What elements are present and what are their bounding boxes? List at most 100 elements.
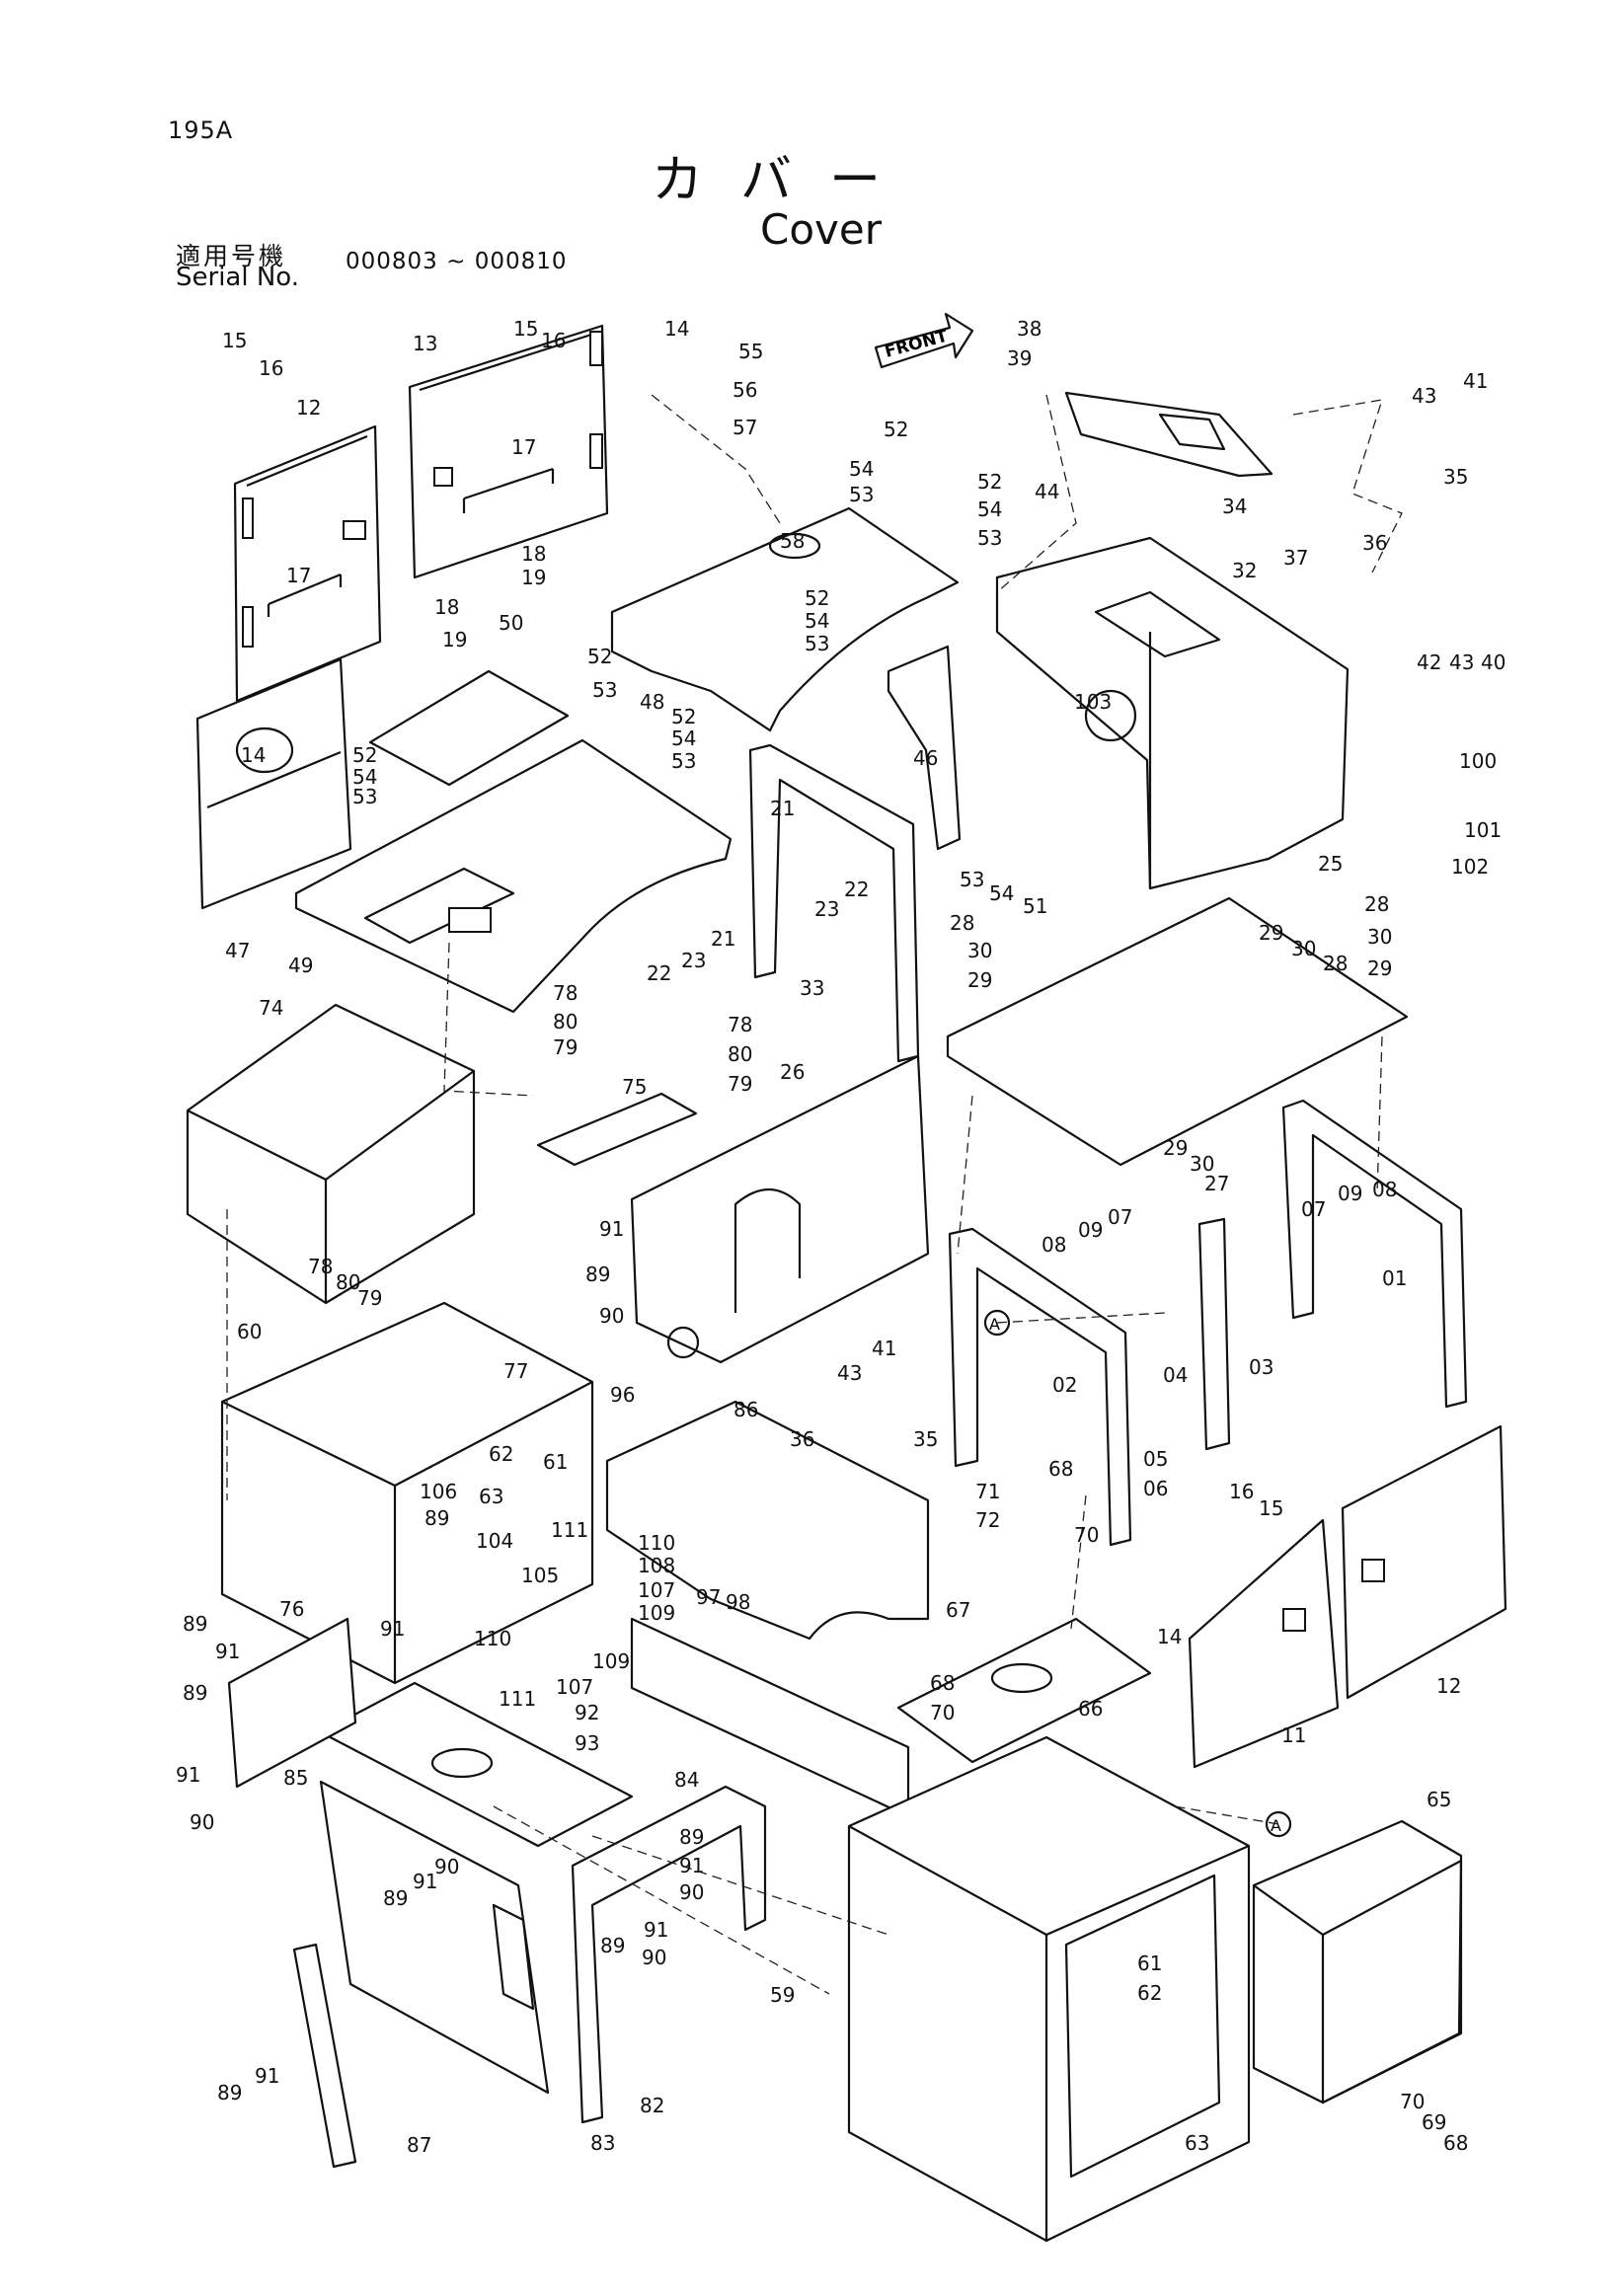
- part-callout-14: 14: [1157, 1625, 1182, 1648]
- part-callout-12: 12: [1436, 1674, 1461, 1698]
- part-callout-65: 65: [1427, 1788, 1451, 1811]
- part-callout-78: 78: [728, 1013, 752, 1036]
- tank-32: [995, 536, 1350, 890]
- part-callout-52: 52: [977, 470, 1002, 494]
- part-callout-82: 82: [640, 2094, 664, 2117]
- plate-75: [536, 1092, 698, 1167]
- part-callout-34: 34: [1222, 495, 1247, 518]
- part-callout-23: 23: [814, 897, 839, 921]
- door-panel-12: [233, 424, 382, 703]
- part-callout-36: 36: [790, 1427, 814, 1451]
- part-callout-53: 53: [671, 749, 696, 773]
- svg-text:A: A: [1271, 1816, 1281, 1835]
- door-panel-13: [408, 324, 609, 579]
- frame-82: [571, 1785, 767, 2124]
- part-callout-93: 93: [575, 1731, 599, 1755]
- part-callout-17: 17: [511, 435, 536, 459]
- part-callout-23: 23: [681, 949, 706, 972]
- panel-87: [292, 1943, 357, 2169]
- part-callout-07: 07: [1108, 1205, 1132, 1229]
- part-callout-29: 29: [1367, 957, 1392, 980]
- cover-86: [605, 1400, 930, 1641]
- part-callout-42: 42: [1417, 651, 1441, 674]
- part-callout-110: 110: [638, 1531, 675, 1555]
- part-callout-90: 90: [599, 1304, 624, 1328]
- part-callout-91: 91: [413, 1870, 437, 1893]
- part-callout-55: 55: [738, 340, 763, 363]
- part-callout-80: 80: [553, 1010, 578, 1033]
- part-callout-15: 15: [222, 329, 247, 352]
- frame-03: [1197, 1217, 1231, 1451]
- part-callout-63: 63: [1185, 2131, 1209, 2155]
- top-cover-48: [610, 506, 960, 732]
- part-callout-90: 90: [679, 1880, 704, 1904]
- top-cover-25: [946, 896, 1409, 1167]
- part-callout-91: 91: [255, 2064, 279, 2088]
- part-callout-41: 41: [872, 1337, 896, 1360]
- part-callout-19: 19: [442, 628, 467, 651]
- panel-84: [630, 1617, 910, 1818]
- part-callout-96: 96: [610, 1383, 635, 1407]
- part-callout-22: 22: [844, 878, 869, 901]
- serial-label-english: Serial No.: [176, 263, 299, 292]
- enclosure-59: [847, 1735, 1251, 2243]
- part-callout-56: 56: [733, 378, 757, 402]
- door-11: [1188, 1518, 1340, 1769]
- part-callout-107: 107: [556, 1675, 593, 1699]
- part-callout-50: 50: [499, 611, 523, 635]
- part-callout-89: 89: [183, 1612, 207, 1636]
- plate-50: [368, 669, 570, 787]
- part-callout-30: 30: [1367, 925, 1392, 949]
- part-callout-89: 89: [585, 1263, 610, 1286]
- part-callout-108: 108: [638, 1554, 675, 1577]
- partition-26: [630, 1054, 930, 1364]
- part-callout-44: 44: [1035, 480, 1059, 503]
- frame-60: [220, 1301, 594, 1685]
- part-callout-76: 76: [279, 1597, 304, 1621]
- base-plate-49: [294, 738, 733, 1014]
- title-japanese: カバー: [652, 151, 919, 210]
- part-callout-71: 71: [975, 1480, 1000, 1503]
- part-callout-100: 100: [1459, 749, 1497, 773]
- part-callout-78: 78: [553, 981, 578, 1005]
- part-callout-40: 40: [1481, 651, 1505, 674]
- part-callout-19: 19: [521, 566, 546, 589]
- part-callout-28: 28: [1323, 952, 1348, 975]
- serial-label-japanese: 適用号機: [176, 242, 287, 270]
- part-callout-35: 35: [1443, 465, 1468, 489]
- part-callout-02: 02: [1052, 1373, 1077, 1397]
- part-callout-52: 52: [671, 705, 696, 728]
- part-callout-97: 97: [696, 1585, 721, 1609]
- part-callout-89: 89: [600, 1934, 625, 1957]
- part-callout-86: 86: [733, 1398, 758, 1421]
- part-callout-43: 43: [837, 1361, 862, 1385]
- part-callout-18: 18: [434, 595, 459, 619]
- part-callout-48: 48: [640, 690, 664, 714]
- part-callout-85: 85: [283, 1766, 308, 1790]
- part-callout-57: 57: [733, 416, 757, 439]
- part-callout-21: 21: [711, 927, 735, 951]
- part-callout-28: 28: [950, 911, 974, 935]
- part-callout-104: 104: [476, 1529, 513, 1553]
- part-callout-61: 61: [543, 1450, 568, 1474]
- part-callout-14: 14: [241, 743, 266, 767]
- part-callout-04: 04: [1163, 1363, 1188, 1387]
- part-callout-54: 54: [977, 497, 1002, 521]
- part-callout-91: 91: [599, 1217, 624, 1241]
- part-callout-03: 03: [1249, 1355, 1273, 1379]
- part-callout-58: 58: [780, 529, 805, 553]
- part-callout-33: 33: [800, 976, 824, 1000]
- side-panel-83: [319, 1780, 550, 2095]
- part-callout-12: 12: [296, 396, 321, 420]
- hood-34: [1064, 391, 1273, 478]
- part-callout-54: 54: [849, 457, 874, 481]
- part-callout-79: 79: [357, 1286, 382, 1310]
- part-callout-61: 61: [1137, 1952, 1162, 1975]
- part-callout-78: 78: [308, 1255, 333, 1278]
- part-callout-103: 103: [1074, 690, 1112, 714]
- part-callout-54: 54: [805, 609, 829, 633]
- part-callout-105: 105: [521, 1564, 559, 1587]
- part-callout-89: 89: [217, 2081, 242, 2105]
- part-callout-111: 111: [499, 1687, 536, 1711]
- part-callout-59: 59: [770, 1983, 795, 2007]
